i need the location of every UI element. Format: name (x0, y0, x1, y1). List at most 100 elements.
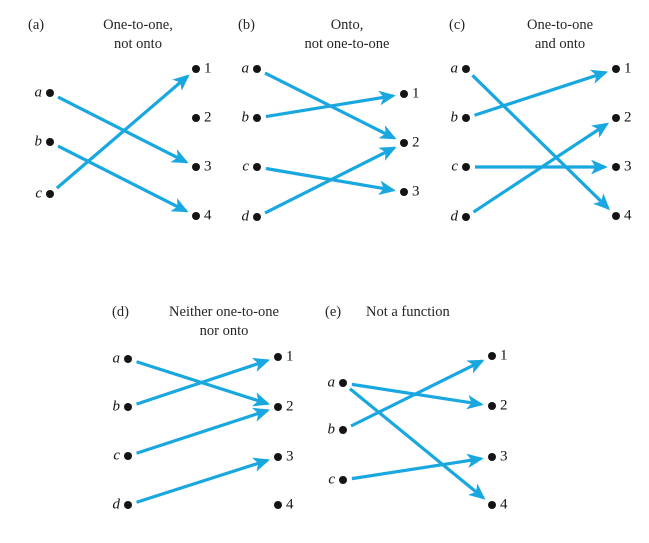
codomain-label-b-1: 1 (412, 85, 420, 102)
panel-tag-b: (b) (238, 17, 255, 33)
codomain-node-b-1 (400, 90, 408, 98)
domain-node-b-c (253, 163, 261, 171)
domain-node-d-a (124, 355, 132, 363)
codomain-node-a-3 (192, 163, 200, 171)
domain-label-a-a: a (34, 84, 43, 101)
codomain-node-d-1 (274, 353, 282, 361)
domain-node-e-c (339, 476, 347, 484)
codomain-node-e-4 (488, 501, 496, 509)
codomain-label-e-4: 4 (500, 496, 508, 513)
codomain-label-d-4: 4 (286, 496, 294, 513)
codomain-node-d-2 (274, 403, 282, 411)
codomain-label-b-3: 3 (412, 183, 420, 200)
domain-node-d-d (124, 501, 132, 509)
panel-tag-c: (c) (449, 17, 466, 33)
codomain-node-a-1 (192, 65, 200, 73)
codomain-node-e-1 (488, 352, 496, 360)
domain-node-a-a (46, 89, 54, 97)
domain-label-d-a: a (112, 350, 121, 367)
domain-label-b-a: a (241, 60, 250, 77)
panel-caption-line2-b: not one-to-one (304, 36, 390, 52)
arrow-b-d-to-2 (264, 146, 397, 215)
codomain-label-a-2: 2 (204, 109, 212, 126)
codomain-node-e-3 (488, 453, 496, 461)
domain-label-d-c: c (113, 447, 120, 464)
codomain-node-c-4 (612, 212, 620, 220)
codomain-node-d-4 (274, 501, 282, 509)
domain-node-b-a (253, 65, 261, 73)
codomain-node-b-3 (400, 188, 408, 196)
codomain-label-d-3: 3 (286, 448, 294, 465)
domain-node-c-c (462, 163, 470, 171)
arrow-d-b-to-1 (136, 357, 271, 406)
panel-tag-e: (e) (325, 304, 342, 320)
domain-label-e-a: a (327, 374, 336, 391)
arrow-b-c-to-3 (265, 166, 396, 196)
panel-caption-line1-b: Onto, (330, 17, 364, 33)
domain-label-c-c: c (451, 158, 458, 175)
arrow-c-b-to-1 (474, 69, 609, 117)
domain-label-b-b: b (241, 109, 250, 126)
codomain-label-a-3: 3 (204, 158, 212, 175)
panel-tag-a: (a) (28, 17, 45, 33)
domain-label-c-b: b (450, 109, 459, 126)
domain-label-e-c: c (328, 471, 335, 488)
codomain-label-e-3: 3 (500, 448, 508, 465)
codomain-node-d-3 (274, 453, 282, 461)
domain-node-a-c (46, 190, 54, 198)
codomain-node-b-2 (400, 139, 408, 147)
domain-label-d-b: b (112, 398, 121, 415)
arrow-c-a-to-4 (471, 74, 611, 211)
domain-node-b-d (253, 213, 261, 221)
codomain-label-a-4: 4 (204, 207, 212, 224)
arrow-a-b-to-4 (57, 144, 189, 213)
panel-caption-line1-e: Not a function (366, 304, 450, 320)
arrow-c-d-to-2 (472, 122, 610, 214)
codomain-node-a-4 (192, 212, 200, 220)
panel-caption-line1-d: Neither one-to-one (169, 304, 279, 320)
panel-caption-line2-a: not onto (114, 36, 162, 52)
panel-tag-d: (d) (112, 304, 129, 320)
domain-label-b-c: c (242, 158, 249, 175)
arrow-e-a-to-2 (351, 382, 484, 410)
codomain-node-a-2 (192, 114, 200, 122)
domain-label-b-d: d (241, 208, 250, 225)
codomain-label-c-2: 2 (624, 109, 632, 126)
arrow-a-a-to-3 (57, 95, 189, 164)
arrow-d-a-to-2 (136, 360, 271, 407)
codomain-label-d-2: 2 (286, 398, 294, 415)
domain-node-c-b (462, 114, 470, 122)
domain-node-c-a (462, 65, 470, 73)
arrow-d-d-to-3 (136, 457, 271, 504)
codomain-node-c-3 (612, 163, 620, 171)
codomain-label-c-4: 4 (624, 207, 632, 224)
panel-caption-line1-a: One-to-one, (103, 17, 173, 33)
domain-label-e-b: b (327, 421, 336, 438)
domain-node-c-d (462, 213, 470, 221)
domain-node-e-a (339, 379, 347, 387)
codomain-label-d-1: 1 (286, 348, 294, 365)
codomain-label-e-1: 1 (500, 347, 508, 364)
domain-node-d-c (124, 452, 132, 460)
domain-label-c-a: a (450, 60, 459, 77)
domain-label-a-c: c (35, 185, 42, 202)
arrow-d-c-to-2 (136, 407, 271, 455)
arrow-e-a-to-4 (348, 387, 486, 500)
arrow-e-c-to-3 (351, 453, 484, 481)
codomain-node-c-1 (612, 65, 620, 73)
panel-caption-b: Onto, not one-to-one (282, 16, 412, 54)
codomain-label-c-3: 3 (624, 158, 632, 175)
codomain-label-a-1: 1 (204, 60, 212, 77)
domain-node-b-b (253, 114, 261, 122)
domain-label-d-d: d (112, 496, 121, 513)
arrow-b-b-to-1 (265, 90, 396, 119)
domain-node-e-b (339, 426, 347, 434)
domain-label-a-b: b (34, 133, 43, 150)
codomain-label-b-2: 2 (412, 134, 420, 151)
panel-caption-line2-c: and onto (534, 36, 586, 52)
panel-caption-line1-c: One-to-one (526, 17, 594, 33)
panel-caption-e: Not a function (366, 303, 506, 322)
